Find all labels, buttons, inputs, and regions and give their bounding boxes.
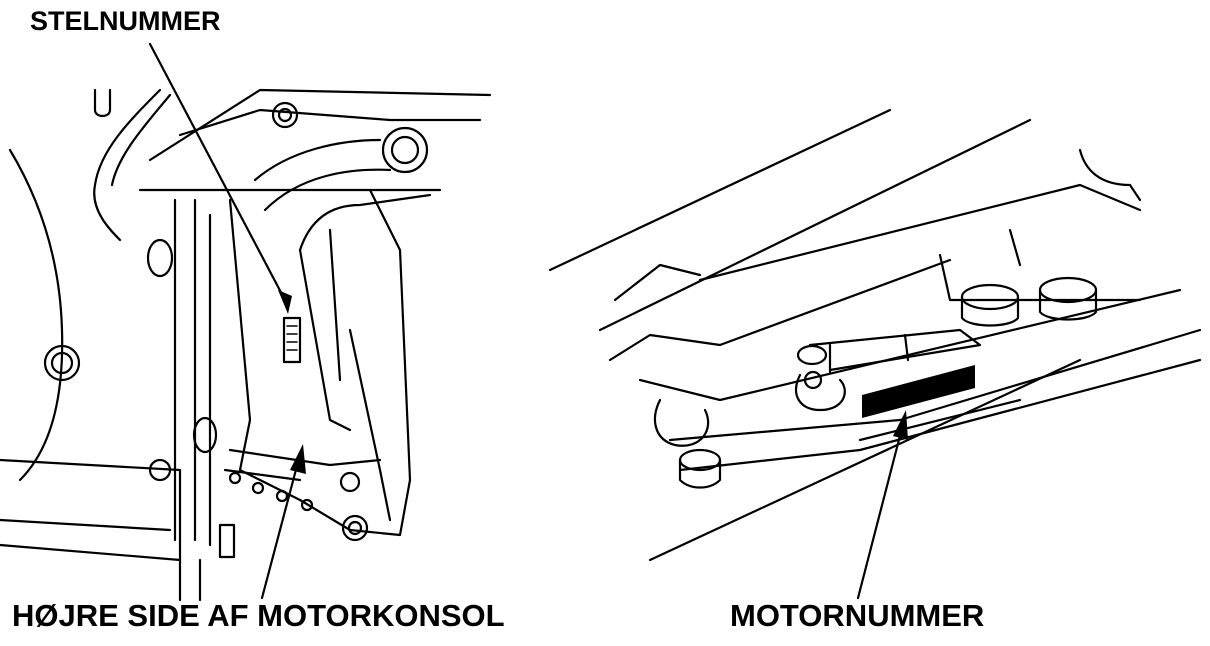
frame-number-leader	[148, 42, 292, 314]
frame-number-label: STELNUMMER	[30, 6, 221, 36]
frame-number-plate	[282, 316, 302, 364]
engine-number-leader	[856, 410, 908, 600]
engine-illustration	[548, 108, 1202, 562]
engine-bracket-label: HØJRE SIDE AF MOTORKONSOL	[12, 598, 505, 633]
engine-number-plate	[862, 365, 975, 418]
engine-number-label: MOTORNUMMER	[730, 598, 985, 633]
frame-illustration	[0, 88, 492, 602]
engine-bracket-leader	[260, 444, 306, 600]
